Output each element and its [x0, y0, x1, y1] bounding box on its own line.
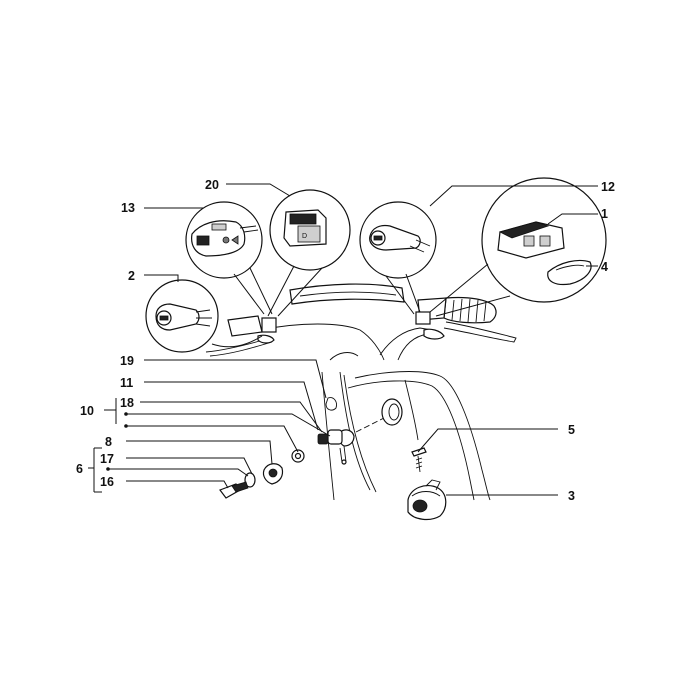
callout-5: 5: [568, 423, 575, 437]
callout-20: 20: [205, 178, 219, 192]
detail-circle-2: [145, 279, 219, 353]
detail-circle-1-4: [481, 177, 607, 303]
callout-leaders: [88, 183, 598, 496]
detail-circle-13: [185, 201, 263, 279]
horn-part: [407, 479, 447, 521]
detail-circle-12: [359, 201, 437, 279]
callout-6: 6: [76, 462, 83, 476]
handlebar-cover: [205, 283, 517, 361]
callout-12: 12: [601, 180, 615, 194]
svg-text:D: D: [302, 233, 307, 240]
callout-4: 4: [601, 260, 608, 274]
callout-13: 13: [121, 201, 135, 215]
detail-leader-lines: [211, 263, 511, 348]
callout-8: 8: [105, 435, 112, 449]
callout-19: 19: [120, 354, 134, 368]
callout-1: 1: [601, 207, 608, 221]
callout-3: 3: [568, 489, 575, 503]
callout-18: 18: [120, 396, 134, 410]
callout-17: 17: [100, 452, 114, 466]
callout-16: 16: [100, 475, 114, 489]
callout-10: 10: [80, 404, 94, 418]
scooter-body-outline: [321, 352, 491, 501]
callout-11: 11: [120, 376, 133, 390]
callout-2: 2: [128, 269, 135, 283]
callout-labels: 20 13 2 12 1 4 19 11 10 18 8 6 17 16 5 3: [76, 178, 615, 503]
ignition-lock-parts: [219, 397, 403, 499]
detail-circle-20: D: [269, 189, 351, 271]
